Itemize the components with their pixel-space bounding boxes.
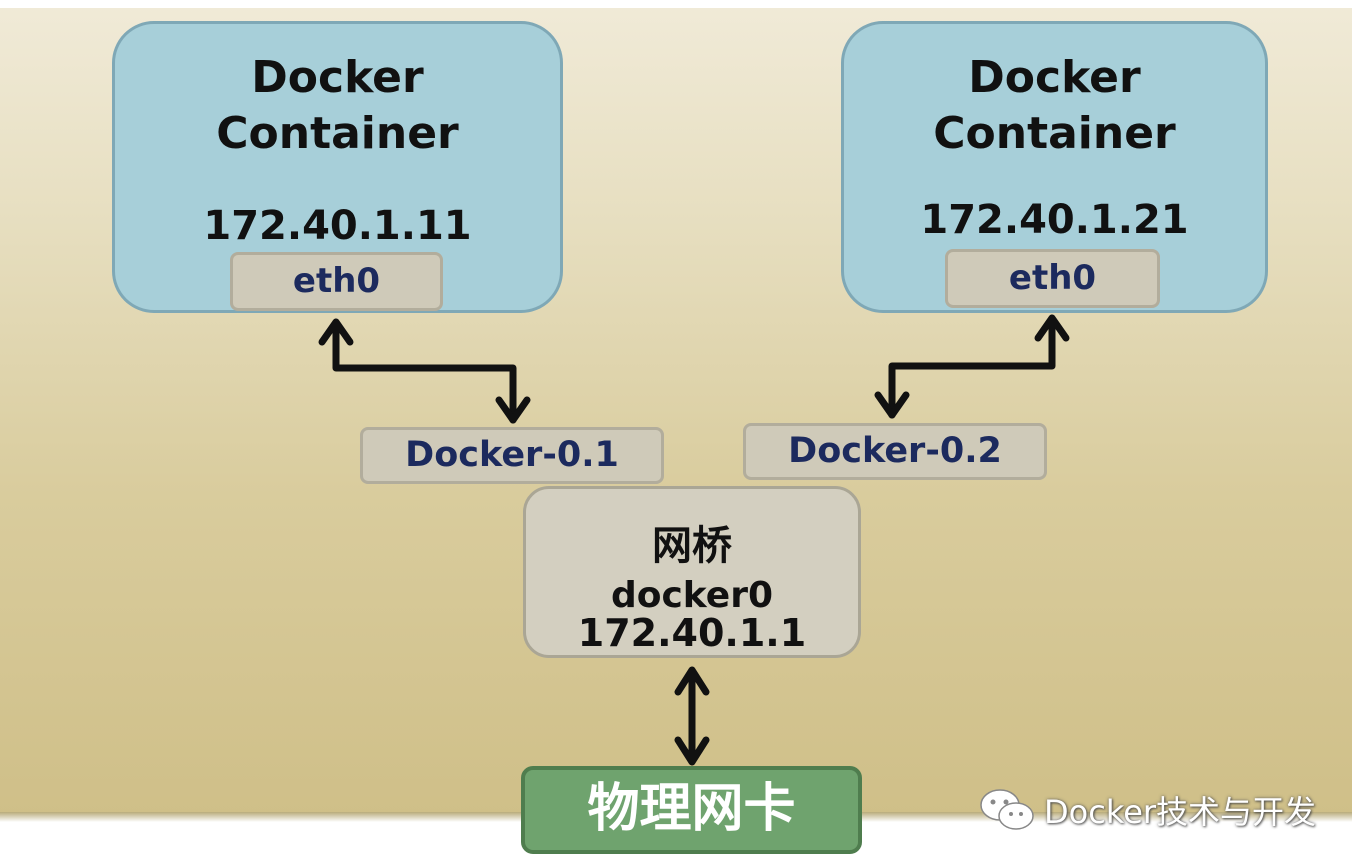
- arrow-right-head-up: [1034, 314, 1070, 342]
- arrow-left-head-up: [318, 318, 354, 346]
- container-ip: 172.40.1.21: [920, 197, 1189, 243]
- eth0-left: eth0: [230, 252, 443, 311]
- wechat-icon: [980, 789, 1034, 830]
- container-title-line1: Docker: [968, 52, 1141, 103]
- bridge-ip: 172.40.1.1: [577, 611, 807, 655]
- veth-docker-0-1: Docker-0.1: [360, 427, 664, 484]
- bridge-label: 网桥: [652, 523, 732, 569]
- watermark: Docker技术与开发: [978, 780, 1348, 840]
- eth0-right: eth0: [945, 249, 1160, 308]
- arrow-right-head-down: [874, 391, 910, 419]
- container-title-line1: Docker: [251, 52, 424, 103]
- arrow-left-head-down: [495, 396, 531, 424]
- arrow-bridge-head-up: [674, 666, 710, 696]
- bridge-docker0: 网桥 docker0 172.40.1.1: [523, 486, 861, 658]
- arrow-nic-head-down: [674, 736, 710, 766]
- container-title-line2: Container: [933, 108, 1176, 159]
- container-ip: 172.40.1.11: [203, 203, 472, 249]
- arrow-right-container: [888, 316, 1056, 419]
- bridge-name: docker0: [610, 575, 774, 616]
- arrow-left-container: [332, 321, 517, 424]
- container-title-line2: Container: [216, 108, 459, 159]
- watermark-text: Docker技术与开发: [1044, 793, 1317, 831]
- physical-nic: 物理网卡: [521, 766, 862, 854]
- veth-docker-0-2: Docker-0.2: [743, 423, 1047, 480]
- docker-container-right: Docker Container 172.40.1.21: [841, 21, 1268, 313]
